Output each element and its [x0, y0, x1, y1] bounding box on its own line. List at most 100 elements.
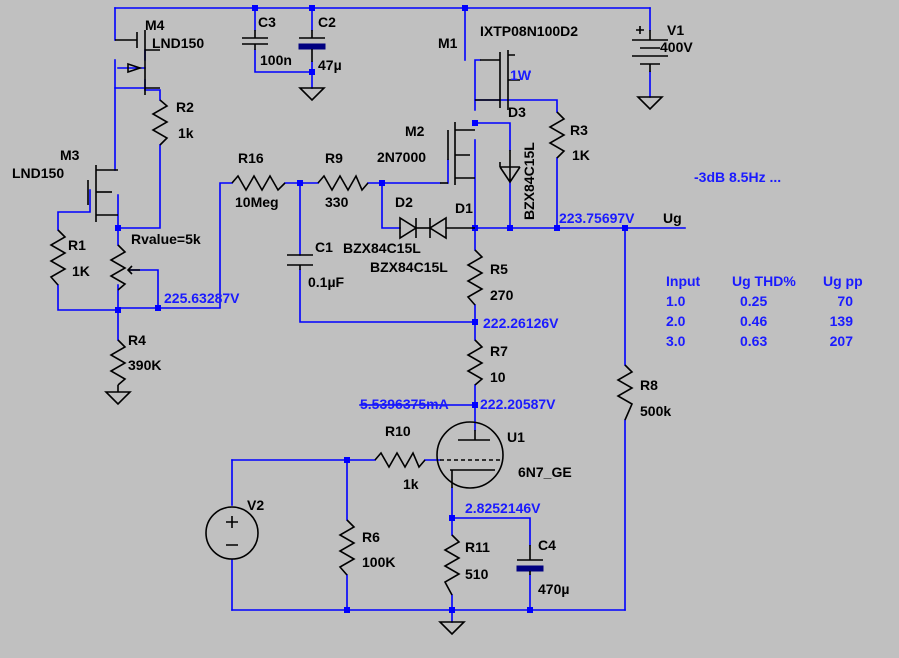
c3-value: 100n [260, 52, 292, 68]
bandwidth-note: -3dB 8.5Hz ... [694, 169, 781, 185]
r4-ref: R4 [128, 332, 146, 348]
m3-ref: M3 [60, 147, 80, 163]
thd-cell: 2.0 [666, 313, 686, 329]
c4-ref: C4 [538, 537, 556, 553]
thd-cell: 1.0 [666, 293, 686, 309]
thd-table: Input Ug THD% Ug pp 1.0 0.25 70 2.0 0.46… [666, 273, 863, 349]
resistor-r16 [231, 174, 286, 192]
resistor-r1 [49, 229, 67, 286]
d1-value: BZX84C15L [370, 259, 448, 275]
voltage-source-v2 [205, 506, 259, 560]
r11-value: 510 [465, 566, 489, 582]
m4-ref: M4 [145, 17, 165, 33]
r10-value: 1k [403, 476, 419, 492]
r8-ref: R8 [640, 377, 658, 393]
thd-header-pp: Ug pp [823, 273, 863, 289]
u1-ref: U1 [507, 429, 525, 445]
d3-value: BZX84C15L [521, 142, 537, 220]
r4-value: 390K [128, 357, 161, 373]
r8-value: 500k [640, 403, 671, 419]
r6-value: 100K [362, 554, 395, 570]
plate-voltage: 222.20587V [480, 396, 556, 412]
resistor-r2 [151, 99, 169, 146]
thd-cell: 3.0 [666, 333, 686, 349]
capacitor-c1 [287, 254, 313, 270]
thd-cell: 0.63 [740, 333, 767, 349]
pot-wiper-voltage: 225.63287V [164, 290, 240, 306]
junction-dots [115, 5, 628, 613]
m2-value: 2N7000 [377, 149, 426, 165]
ug-net-label: Ug [663, 210, 682, 226]
v1-value: 400V [660, 39, 693, 55]
v2-ref: V2 [247, 497, 264, 513]
c2-ref: C2 [318, 14, 336, 30]
r2-value: 1k [178, 125, 194, 141]
capacitor-c3 [242, 30, 268, 50]
capacitor-c2 [298, 30, 326, 62]
r1-value: 1K [72, 263, 90, 279]
resistor-r4 [109, 339, 127, 392]
r2-ref: R2 [176, 99, 194, 115]
r9-ref: R9 [325, 150, 343, 166]
r9-value: 330 [325, 194, 349, 210]
thd-cell: 0.25 [740, 293, 767, 309]
r5-value: 270 [490, 287, 514, 303]
mosfet-m3 [87, 165, 118, 222]
r3-value: 1K [572, 147, 590, 163]
ground-symbols [104, 87, 664, 636]
resistor-r6 [338, 519, 356, 576]
c1-ref: C1 [315, 239, 333, 255]
diode-d2 [399, 216, 430, 240]
r5-ref: R5 [490, 261, 508, 277]
node-voltage-labels: 223.75697V Ug 225.63287V 222.26126V 5.53… [164, 210, 682, 516]
r7-ref: R7 [490, 343, 508, 359]
r16-value: 10Meg [235, 194, 279, 210]
r7-value: 10 [490, 369, 506, 385]
capacitor-c4 [516, 545, 544, 575]
mosfet-m2 [440, 122, 475, 185]
r3-ref: R3 [570, 122, 588, 138]
d1-ref: D1 [455, 200, 473, 216]
thd-cell: 0.46 [740, 313, 767, 329]
r5-bottom-voltage: 222.26126V [483, 315, 559, 331]
thd-cell: 139 [830, 313, 854, 329]
pot-value: Rvalue=5k [131, 231, 201, 247]
u1-value: 6N7_GE [518, 464, 572, 480]
d2-ref: D2 [395, 194, 413, 210]
mosfet-m4 [115, 30, 160, 95]
r6-ref: R6 [362, 529, 380, 545]
ug-voltage: 223.75697V [559, 210, 635, 226]
d2-value: BZX84C15L [343, 240, 421, 256]
resistor-r7 [466, 339, 484, 386]
c2-value: 47µ [318, 57, 342, 73]
thd-header-input: Input [666, 273, 701, 289]
potentiometer [109, 244, 140, 291]
wires [57, 7, 686, 623]
m1-value: IXTP08N100D2 [480, 23, 578, 39]
m4-value: LND150 [152, 35, 204, 51]
diode-d3 [499, 150, 521, 184]
cathode-voltage: 2.8252146V [465, 500, 541, 516]
annotations: -3dB 8.5Hz ... [694, 169, 781, 185]
d3-ref: D3 [508, 104, 526, 120]
resistor-r8 [616, 364, 634, 421]
m2-ref: M2 [405, 123, 425, 139]
r10-ref: R10 [385, 423, 411, 439]
resistor-r10 [374, 451, 426, 469]
component-labels: M4 LND150 C3 100n C2 47µ M1 IXTP08N100D2… [12, 14, 693, 597]
thd-cell: 70 [837, 293, 853, 309]
v1-ref: V1 [667, 22, 684, 38]
voltage-source-v1 [632, 26, 668, 72]
mosfet-m1 [475, 50, 520, 110]
r11-ref: R11 [465, 539, 490, 555]
c4-value: 470µ [538, 581, 569, 597]
resistor-r9 [317, 174, 369, 192]
c1-value: 0.1µF [308, 274, 345, 290]
plate-current: 5.5396375mA [360, 396, 449, 412]
c3-ref: C3 [258, 14, 276, 30]
resistor-r3 [548, 111, 566, 159]
tube-u1 [436, 421, 504, 489]
r16-ref: R16 [238, 150, 264, 166]
m1-note: 1W [510, 67, 532, 83]
